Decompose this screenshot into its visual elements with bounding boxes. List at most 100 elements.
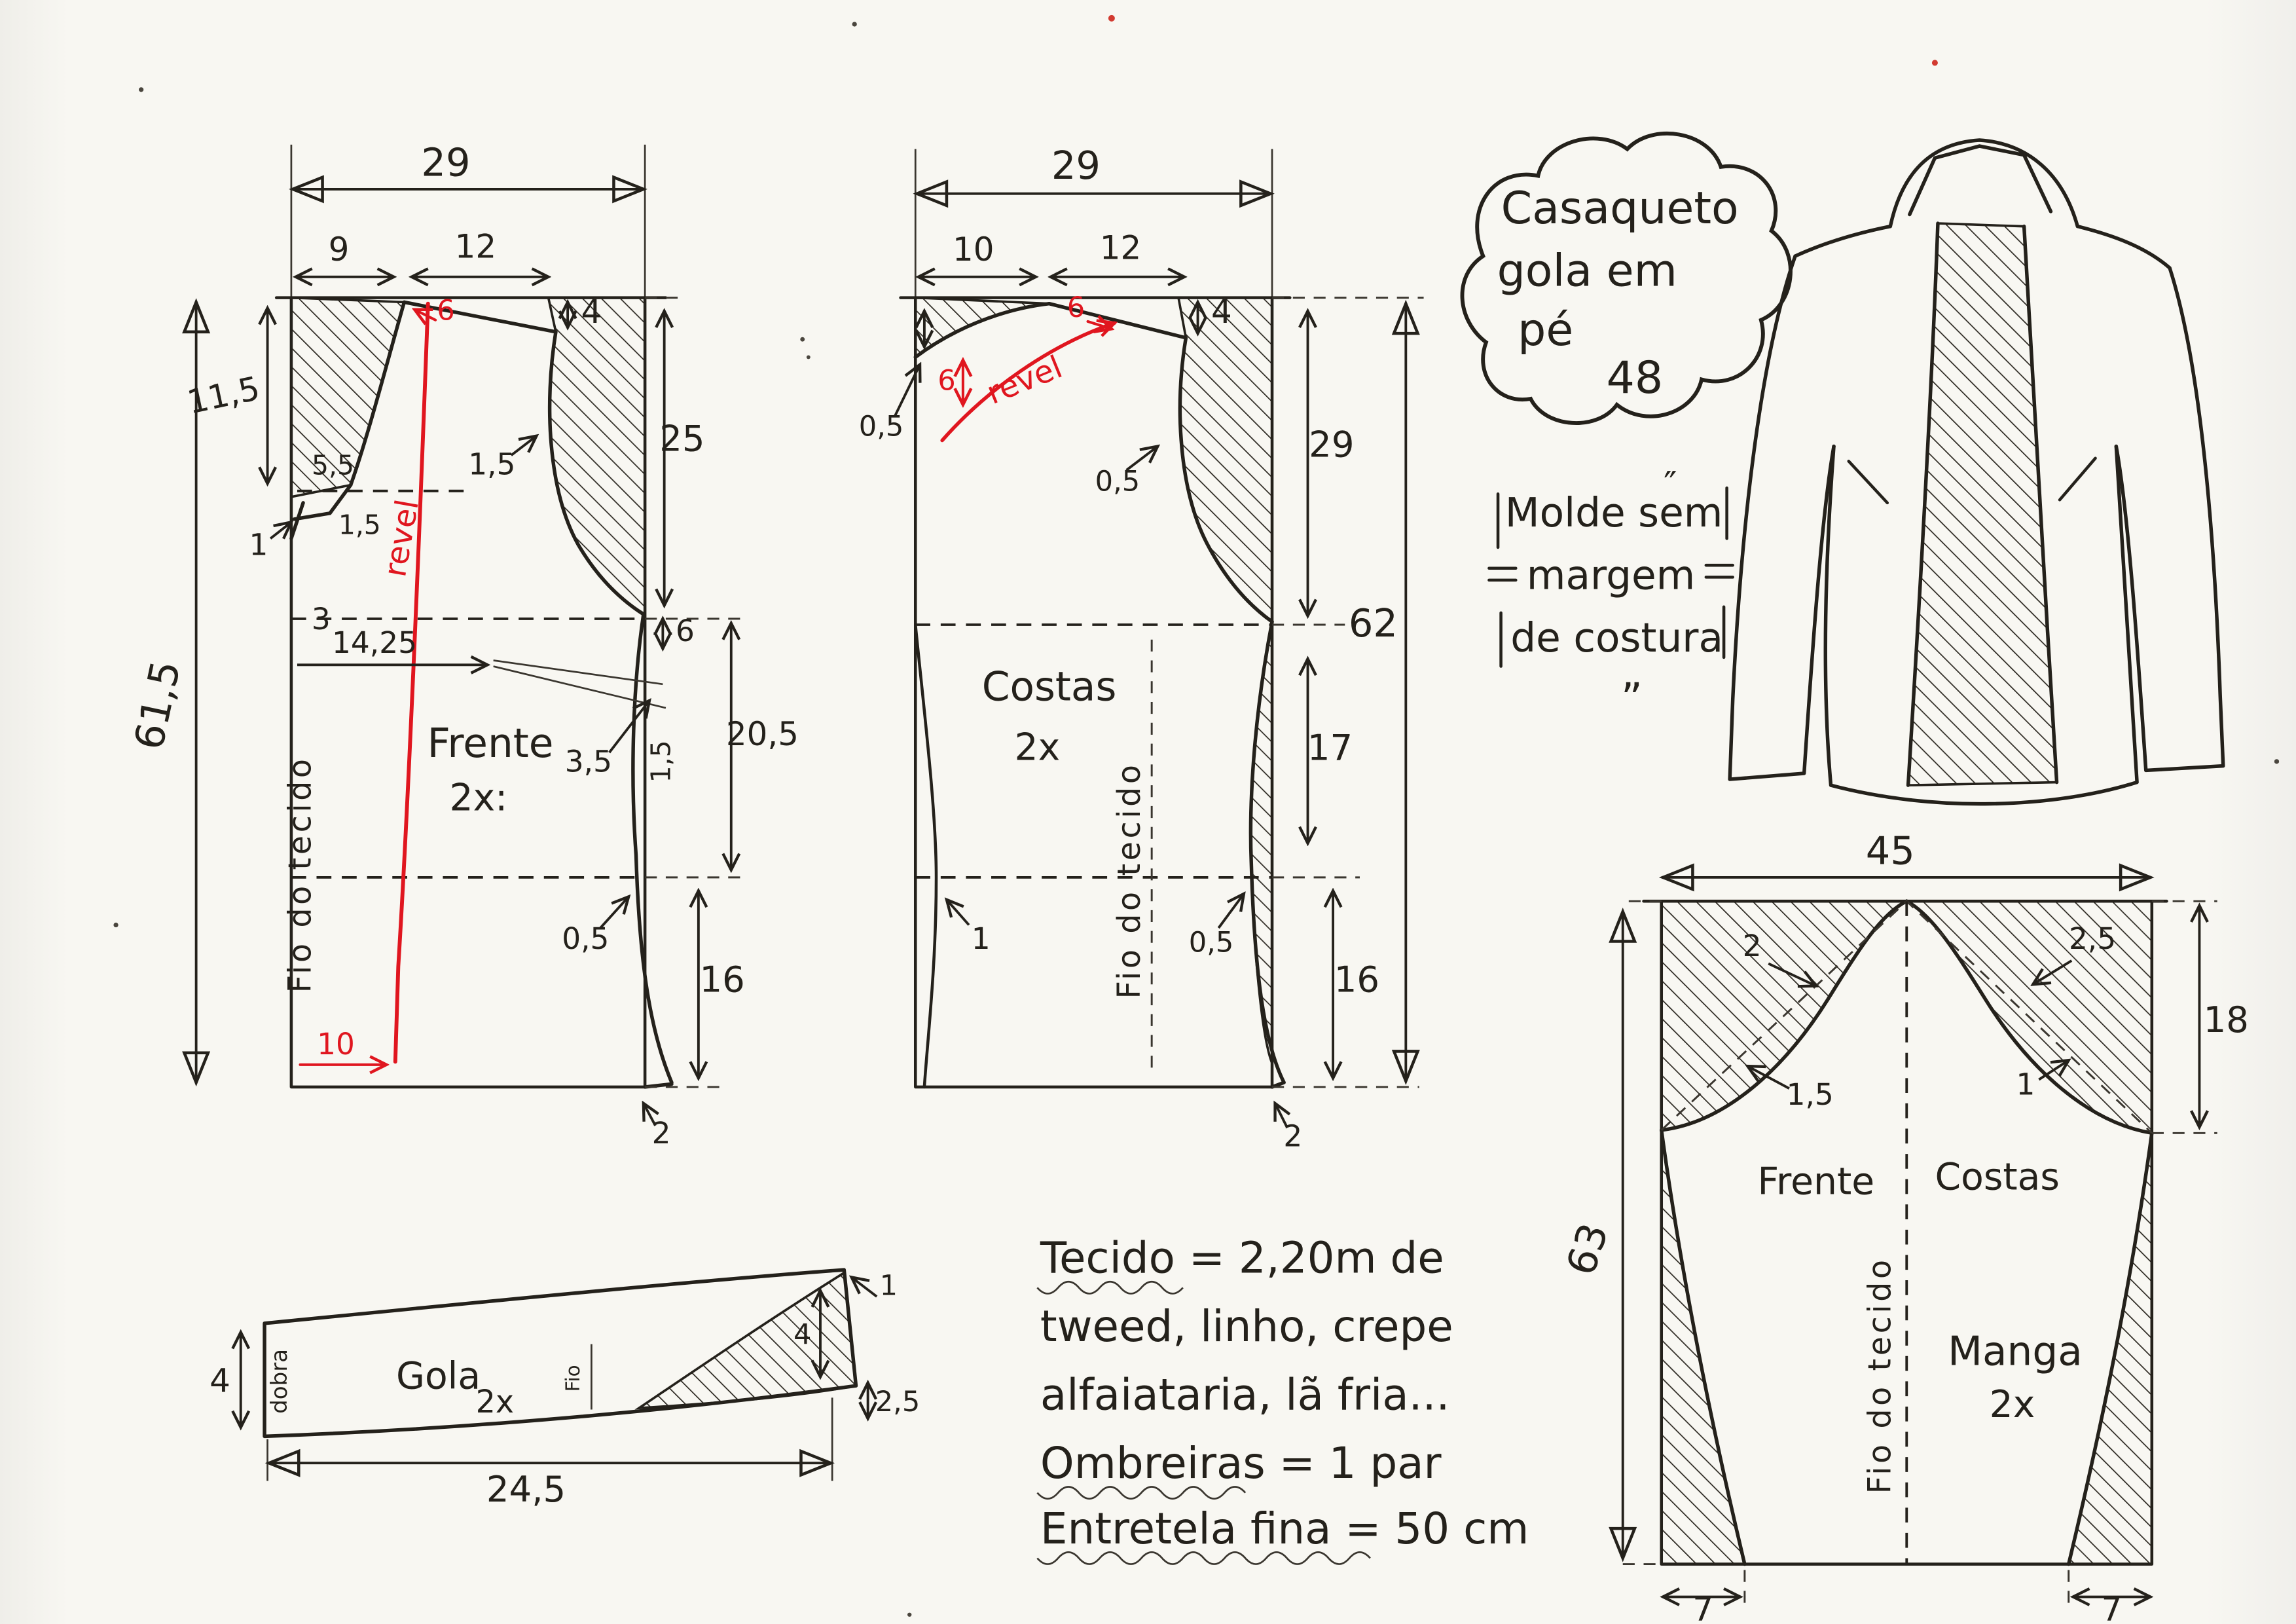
front-lapel-b-label: 1,5 [338, 509, 381, 541]
sleeve-cap-d-label: 1 [2016, 1067, 2035, 1101]
front-neck-width-label: 9 [329, 231, 350, 268]
sleeve-cap-c-label: 1,5 [1787, 1077, 1834, 1112]
jacket-sketch [1728, 138, 2225, 806]
notes-line4: Ombreiras = 1 par [1040, 1438, 1442, 1488]
front-armhole-depth-label: 25 [659, 417, 704, 459]
back-frame [913, 296, 1274, 1089]
sleeve-cap-a-label: 2 [1743, 929, 1762, 963]
title-bubble-outline [1460, 131, 1793, 425]
front-waist-x-label: 14,25 [332, 625, 417, 660]
back-seam-a-label: 1 [972, 921, 991, 956]
notes-line5: Entretela fina = 50 cm [1040, 1504, 1529, 1554]
notes-underline-ombreiras [1036, 1486, 1247, 1500]
title-line2: gola em [1497, 245, 1677, 297]
back-ptr-hem-drop [1275, 1103, 1287, 1128]
back-piece-qty: 2x [1015, 726, 1061, 769]
front-side-seam [631, 612, 674, 1089]
sleeve-grainline-label: Fio do tecido [1862, 1257, 1898, 1494]
sleeve-front-label: Frente [1758, 1160, 1875, 1203]
front-revel-top-arrow [414, 310, 437, 320]
title-line1: Casaqueto [1501, 183, 1739, 234]
front-revel-line [393, 301, 430, 1064]
back-seam-b-label: 0,5 [1189, 926, 1234, 959]
front-ptr-hip [599, 896, 629, 929]
front-shoulder-drop-label: 4 [581, 293, 602, 331]
sleeve-piece-name: Manga [1948, 1328, 2083, 1375]
back-armhole-depth-label: 29 [1309, 423, 1354, 465]
title-bubble: Casaqueto gola em pé 48 [1460, 131, 1793, 425]
front-width-label: 29 [421, 139, 470, 185]
front-fan-lines [493, 659, 666, 709]
front-hem-label: 16 [700, 959, 745, 1001]
sleeve-hem-b-label: 7 [2102, 1591, 2123, 1624]
jacket-front-edges [1906, 221, 2059, 787]
note-line1: Molde sem [1505, 490, 1723, 536]
sleeve-piece-qty: 2x [1990, 1383, 2035, 1426]
title-size-number: 48 [1607, 352, 1664, 404]
note-box: Molde sem margem de costura ″ „ [1487, 464, 1734, 697]
sleeve-side-hatch-left [1660, 1130, 1747, 1566]
sleeve-seams [1660, 1128, 2154, 1566]
notes-line1: Tecido = 2,20m de [1040, 1233, 1444, 1283]
front-grainline-label: Fio do tecido [282, 756, 318, 993]
collar-fold-label: dobra [266, 1349, 293, 1414]
front-construction-lines [291, 489, 646, 879]
collar-outline [263, 1268, 858, 1439]
back-piece-name: Costas [982, 664, 1117, 710]
front-dart-b-label: 1,5 [646, 740, 677, 783]
back-revel-b-arrow [1086, 322, 1112, 329]
note-line2: margem [1527, 553, 1696, 599]
notes-underline-tecido [1036, 1280, 1184, 1295]
back-hem-drop-label: 2 [1283, 1119, 1302, 1154]
collar-end-label: 2,5 [875, 1386, 920, 1418]
back-construction-lines [915, 623, 1273, 879]
front-lapel-a-label: 5,5 [312, 450, 354, 481]
sleeve-ptr-cap-d [2038, 1060, 2068, 1081]
sleeve-width-label: 45 [1866, 828, 1915, 873]
front-height-label: 61,5 [126, 657, 190, 754]
back-grainline-label: Fio do tecido [1112, 762, 1148, 999]
sleeve-ptr-cap-a [1768, 962, 1816, 986]
front-lapel-c-label: 1 [249, 527, 268, 562]
front-revel-width-label: 6 [437, 295, 454, 327]
sleeve-ext-ticks [1622, 900, 2217, 1609]
front-ptr-lapel [269, 522, 291, 540]
front-armhole-in-label: 1,5 [468, 447, 515, 482]
front-ptr-armhole [510, 436, 537, 456]
back-ptr-neck [893, 365, 920, 418]
back-mid-label: 17 [1307, 727, 1353, 769]
front-piece-qty: 2x: [450, 777, 508, 820]
front-piece-name: Frente [428, 720, 554, 767]
front-hip-in-label: 0,5 [562, 921, 609, 956]
sleeve-cap-height-label: 18 [2204, 999, 2249, 1041]
front-hem-red-label: 10 [317, 1027, 355, 1061]
front-neckline [348, 300, 407, 487]
notes-line3: alfaiataria, lã fria... [1040, 1370, 1450, 1420]
back-ptr-seam-a [947, 900, 970, 926]
front-ptr-dart [608, 701, 649, 754]
back-revel-line [940, 323, 1114, 443]
sleeve-hem-a-label: 7 [1692, 1591, 1713, 1624]
title-line3: pé [1518, 304, 1573, 356]
back-neck-a-label: 0,5 [859, 411, 904, 443]
collar-grain-label: Fio [562, 1365, 584, 1392]
jacket-left-sleeve [1728, 254, 1836, 781]
jacket-darts [1847, 456, 2097, 505]
jacket-body [1823, 444, 2139, 806]
back-left-seam [913, 623, 938, 1089]
sleeve-height-label: 63 [1558, 1218, 1618, 1281]
back-height-label: 62 [1349, 600, 1398, 646]
sleeve-ptr-cap-b [2033, 959, 2073, 984]
jacket-inner-hatch [1906, 222, 2058, 786]
front-armhole-hatch [547, 296, 646, 617]
sleeve-ptr-cap-c [1747, 1066, 1790, 1090]
collar-width-label: 24,5 [486, 1468, 566, 1510]
front-ptr-hem-drop [644, 1103, 655, 1126]
jacket-shoulders [1793, 224, 2172, 270]
collar-left-height-label: 4 [210, 1361, 230, 1399]
sleeve-piece: 45 18 63 2 2,5 1,5 1 Frente Costas Manga… [1558, 828, 2249, 1624]
front-shoulder-width-label: 12 [455, 227, 497, 265]
note-quote-top: ″ [1664, 464, 1677, 506]
back-piece: 29 10 12 4 0,5 6 6 revel 0,5 29 62 17 16… [859, 143, 1424, 1154]
